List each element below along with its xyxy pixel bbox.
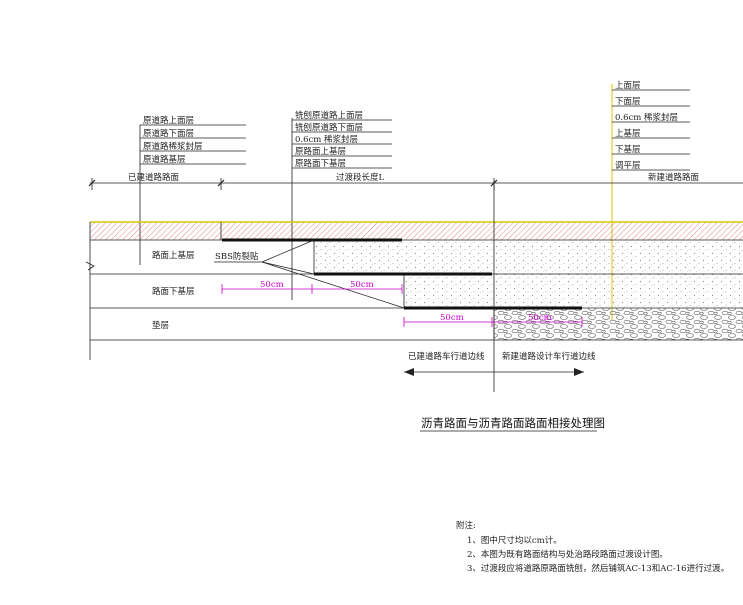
dimension-marks [221, 284, 583, 327]
arrow-right-icon [574, 368, 584, 376]
left-callout-label-2: 原道路下面层 [143, 128, 194, 139]
layer-upper-base-label: 路面上基层 [152, 250, 195, 261]
dim-label-3: 50cm [440, 313, 464, 323]
arrow-left-icon [404, 368, 414, 376]
right-callout-label-6: 调平层 [615, 161, 641, 171]
note-item-3: 3、过渡段应将道路原路面铣刨，然后铺筑AC-13和AC-16进行过渡。 [467, 563, 729, 574]
sbs-label: SBS防裂贴 [215, 251, 259, 262]
drawing-title: 沥青路面与沥青路面路面相接处理图 [421, 416, 605, 430]
note-item-2: 2、本图为既有路面结构与处治路段路面过渡设计图。 [467, 549, 668, 560]
right-callout-label-5: 下基层 [615, 144, 641, 155]
right-callout-label-3: 0.6cm 稀浆封层 [615, 112, 678, 123]
mid-callout: 铣刨原道路上面层 铣刨原道路下面层 0.6cm 稀浆封层 原路面上基层 原路面下… [291, 110, 392, 300]
existing-edge-label: 已建道路车行道边线 [408, 351, 485, 362]
mid-callout-label-5: 原路面下基层 [295, 158, 346, 169]
left-callout: 原道路上面层 原道路下面层 原道路稀浆封层 原道路基层 [139, 115, 246, 265]
mid-callout-label-4: 原路面上基层 [295, 146, 346, 157]
zone-transition-label: 过渡段长度L [336, 172, 385, 183]
left-callout-label-1: 原道路上面层 [143, 115, 194, 126]
notes-heading: 附注: [456, 520, 476, 531]
mid-callout-label-3: 0.6cm 稀浆封层 [295, 134, 358, 145]
left-callout-label-3: 原道路稀浆封层 [143, 141, 203, 152]
note-item-1: 1、图中尺寸均以cm计。 [467, 535, 562, 546]
layer-cushion-label: 垫层 [152, 320, 169, 331]
zone-dimension: 已建道路路面 过渡段长度L 新建道路路面 [88, 172, 743, 190]
left-callout-label-4: 原道路基层 [143, 154, 186, 165]
pavement-section [85, 221, 743, 360]
right-callout-label-2: 下面层 [615, 97, 641, 107]
right-callout-label-4: 上基层 [615, 128, 641, 139]
dim-label-4: 50cm [528, 313, 552, 323]
zone-existing-label: 已建道路路面 [128, 172, 180, 183]
mid-callout-label-1: 铣刨原道路上面层 [295, 110, 363, 121]
dim-label-1: 50cm [260, 280, 284, 290]
dim-label-2: 50cm [350, 280, 374, 290]
edge-lines [404, 180, 584, 392]
right-callout-label-1: 上面层 [615, 81, 641, 91]
new-edge-label: 新建道路设计车行道边线 [502, 351, 596, 362]
zone-new-label: 新建道路路面 [648, 172, 700, 183]
mid-callout-label-2: 铣刨原道路下面层 [295, 122, 363, 133]
layer-lower-base-label: 路面下基层 [152, 286, 195, 297]
